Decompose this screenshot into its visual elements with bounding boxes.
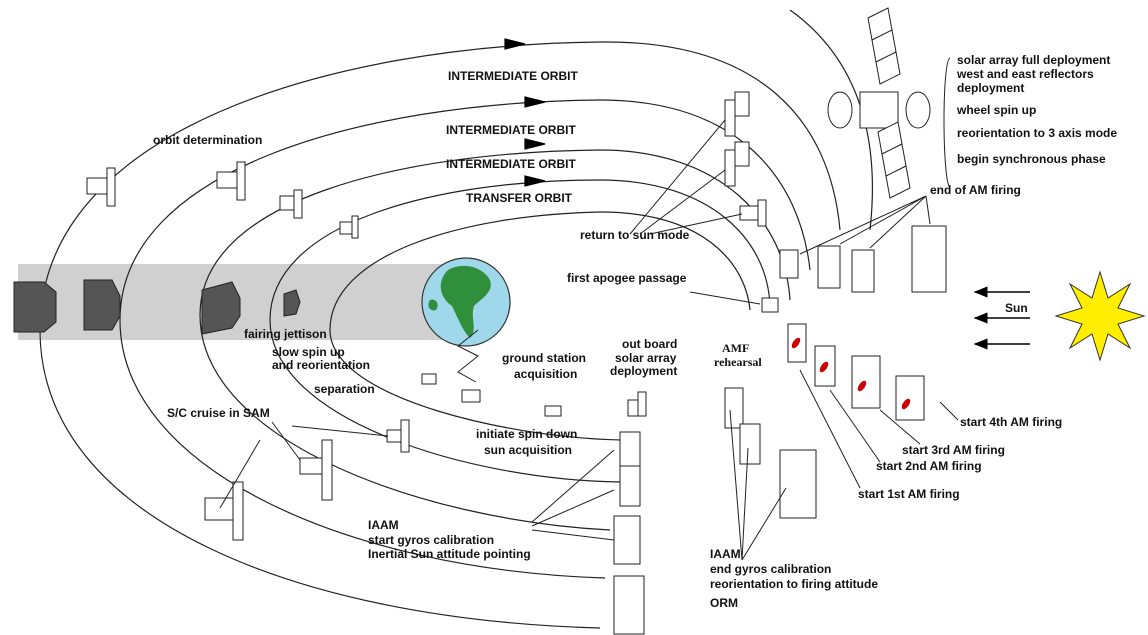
sync-item-2: west and east reflectors [956, 67, 1094, 81]
orbit-label-transfer: TRANSFER ORBIT [466, 191, 573, 205]
arrow-orbit-1 [504, 38, 526, 50]
label-iaam-start-2: start gyros calibration [368, 533, 494, 547]
comm-link-icon [457, 329, 479, 383]
orbit-label-intermediate-1: INTERMEDIATE ORBIT [448, 69, 578, 83]
leader-line [271, 421, 301, 461]
sync-item-4: wheel spin up [956, 103, 1036, 117]
sun-label: Sun [1005, 301, 1028, 315]
leader-line [799, 369, 861, 489]
label-outboard-1: out board [622, 337, 677, 351]
leader-line [829, 389, 881, 463]
label-start-1st: start 1st AM firing [858, 487, 960, 501]
label-amf-1: AMF [722, 341, 749, 355]
label-amf-2: rehearsal [714, 355, 762, 369]
label-iaam-end-2: end gyros calibration [710, 562, 831, 576]
arrow-orbit-3 [524, 138, 546, 150]
sync-item-5: reorientation to 3 axis mode [957, 126, 1117, 140]
label-ground-station-1: ground station [502, 351, 586, 365]
sync-item-6: begin synchronous phase [957, 152, 1106, 166]
leader-line [799, 195, 927, 255]
label-spin-down-2: sun acquisition [484, 443, 572, 457]
leader-line [649, 213, 743, 235]
sync-item-3: deployment [957, 81, 1024, 95]
label-ground-station-2: acquisition [514, 367, 577, 381]
label-end-am-firing: end of AM firing [930, 183, 1021, 197]
orbit-label-intermediate-2: INTERMEDIATE ORBIT [446, 123, 576, 137]
label-start-2nd: start 2nd AM firing [876, 459, 982, 473]
label-cruise-sam: S/C cruise in SAM [167, 406, 270, 420]
leader-line [869, 195, 927, 249]
leader-line [689, 291, 761, 305]
arrow-orbit-4 [524, 175, 546, 187]
label-fairing-jettison: fairing jettison [244, 327, 327, 341]
label-start-3rd: start 3rd AM firing [902, 443, 1005, 457]
leader-line [925, 195, 931, 225]
sync-list-bracket [943, 57, 951, 189]
leader-line [291, 425, 389, 437]
label-iaam-start-3: Inertial Sun attitude pointing [368, 547, 531, 561]
label-spin-down-1: initiate spin down [476, 427, 577, 441]
orbit-3 [199, 149, 791, 531]
label-slow-spin-2: and reorientation [272, 358, 370, 372]
sun-icon [1054, 270, 1146, 362]
label-iaam-start-1: IAAM [368, 518, 399, 532]
spacecraft-icons [86, 91, 947, 635]
label-orbit-determination: orbit determination [153, 133, 262, 147]
label-outboard-3: deployment [610, 364, 677, 378]
sync-item-1: solar array full deployment [957, 53, 1110, 67]
firing-markers [791, 337, 911, 410]
inner-orbit [329, 211, 751, 441]
leader-line [741, 447, 749, 561]
label-slow-spin-1: slow spin up [272, 345, 345, 359]
label-separation: separation [314, 382, 375, 396]
deployed-satellite [827, 7, 931, 199]
orbit-label-intermediate-3: INTERMEDIATE ORBIT [446, 157, 576, 171]
leader-line [839, 195, 927, 245]
label-return-sun-mode: return to sun mode [580, 228, 690, 242]
leader-line [531, 449, 615, 523]
leader-line [939, 401, 959, 421]
leader-line [741, 487, 787, 561]
leader-line [879, 409, 921, 445]
label-start-4th: start 4th AM firing [960, 415, 1062, 429]
label-first-apogee: first apogee passage [567, 271, 687, 285]
label-orm: ORM [710, 596, 738, 610]
label-iaam-end-3: reorientation to firing attitude [710, 577, 878, 591]
leader-line [629, 119, 726, 235]
arrow-orbit-2 [524, 96, 546, 108]
leader-line [219, 439, 261, 509]
leader-line [531, 489, 615, 527]
launch-stages [13, 279, 301, 335]
leader-line [639, 169, 726, 235]
outer-orbit [39, 41, 841, 629]
label-outboard-2: solar array [615, 351, 677, 365]
leader-line [531, 529, 615, 541]
earth-icon [421, 257, 511, 347]
leader-line [729, 409, 743, 561]
label-iaam-end-1: IAAM [710, 547, 741, 561]
